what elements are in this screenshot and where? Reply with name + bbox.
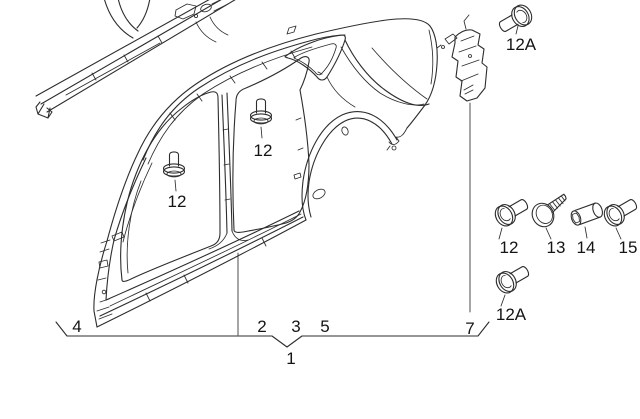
bracket-part-drawing: [437, 15, 487, 312]
callout-label-12-front[interactable]: 12: [168, 192, 187, 211]
ref-label-2[interactable]: 2: [257, 317, 266, 336]
ref-label-3[interactable]: 3: [291, 317, 300, 336]
part-label-12a[interactable]: 12A: [496, 305, 527, 324]
ref-label-1[interactable]: 1: [286, 349, 295, 368]
flange-bolt-icon[interactable]: [494, 1, 536, 38]
reference-bracket: 4 2 3 5 7 1: [56, 317, 489, 368]
pillar-stub: [104, 0, 150, 38]
part-label-12[interactable]: 12: [500, 238, 519, 257]
flange-bolt-icon[interactable]: [600, 193, 640, 230]
flange-bolt-icon[interactable]: [492, 260, 534, 297]
ref-label-4[interactable]: 4: [72, 317, 81, 336]
part-label-15[interactable]: 15: [619, 238, 638, 257]
spacer-sleeve-icon[interactable]: [568, 201, 605, 228]
sill-end-cap: [36, 102, 52, 118]
drawing-callouts: 12 12 12A: [162, 1, 537, 211]
callout-label-12a-top[interactable]: 12A: [506, 35, 537, 54]
flange-bolt-icon[interactable]: [491, 193, 533, 230]
flange-bolt-vertical-icon[interactable]: [249, 98, 273, 125]
ref-label-7[interactable]: 7: [465, 319, 474, 338]
part-label-13[interactable]: 13: [547, 238, 566, 257]
callout-label-12-rear[interactable]: 12: [254, 141, 273, 160]
fastener-legend: 12 13 14 15 12A: [491, 190, 640, 324]
sill-section-drawing: [36, 0, 238, 118]
self-tapping-screw-icon[interactable]: [527, 190, 575, 232]
hinge-bracket-detail: [175, 0, 228, 42]
part-label-14[interactable]: 14: [577, 238, 596, 257]
side-panel-drawing: [94, 19, 437, 335]
flange-bolt-vertical-icon[interactable]: [162, 151, 186, 178]
ref-label-5[interactable]: 5: [320, 317, 329, 336]
bracket-line: [56, 322, 489, 347]
